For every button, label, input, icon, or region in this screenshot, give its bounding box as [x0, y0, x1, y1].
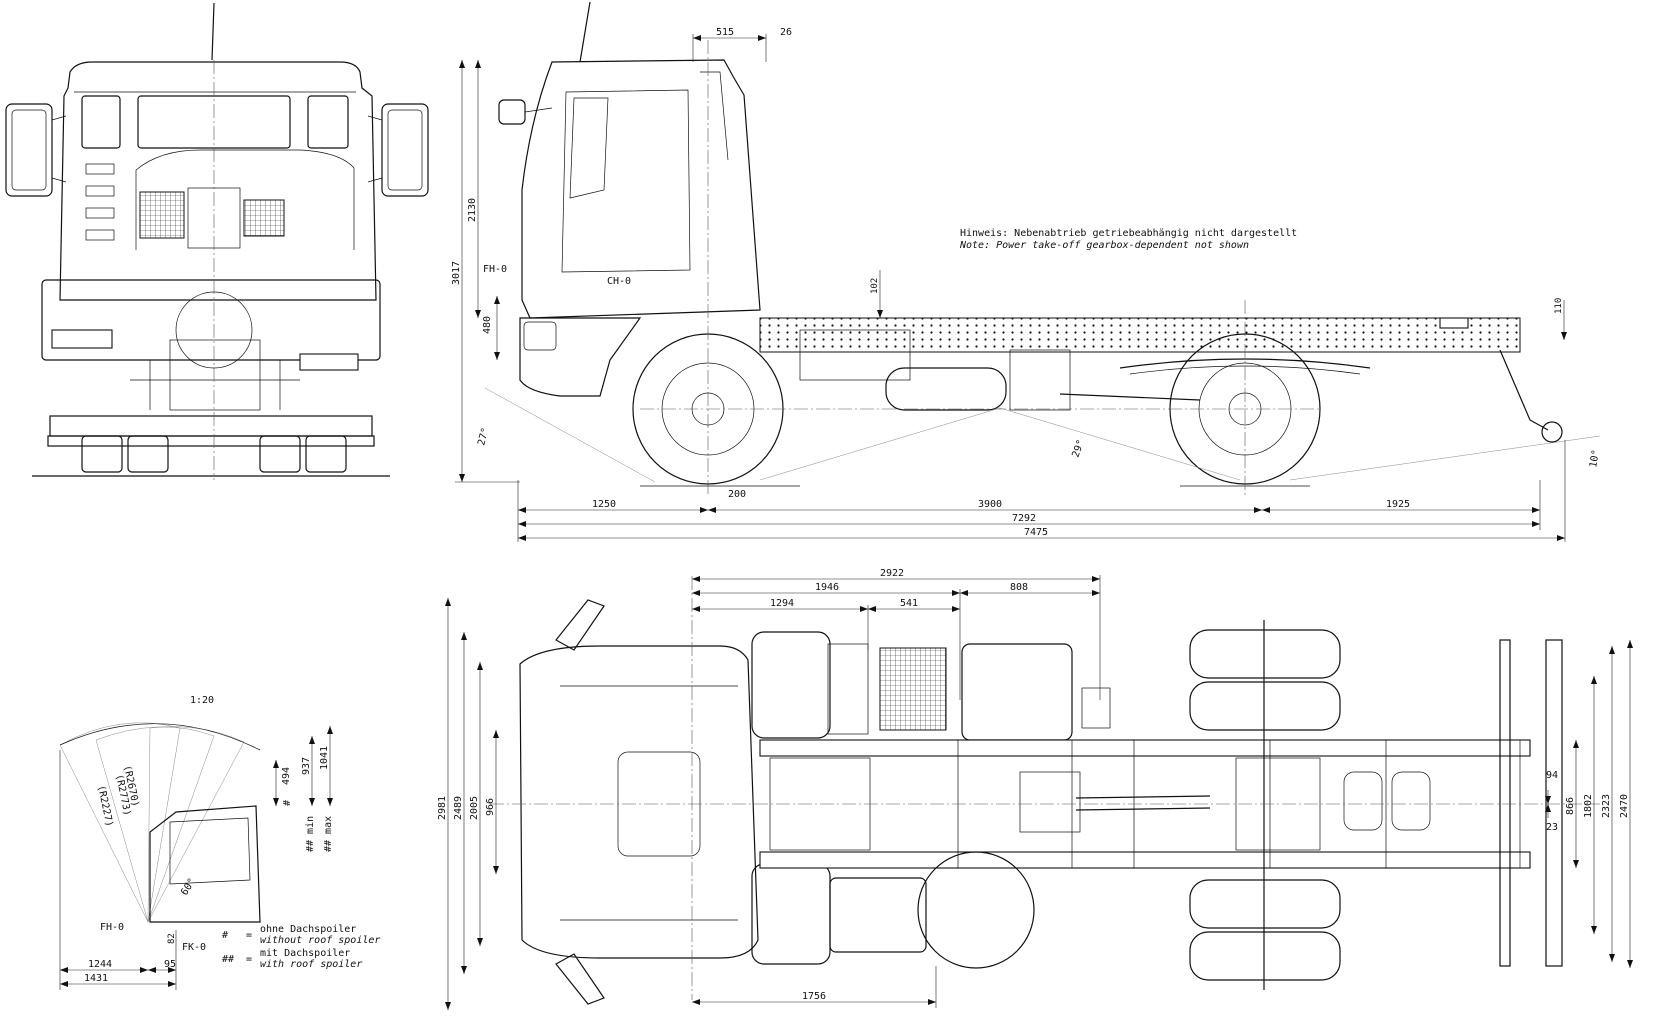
dim-1946: 1946: [815, 582, 839, 593]
dim-2130: 2130: [467, 198, 478, 222]
svg-text:with roof spoiler: with roof spoiler: [260, 959, 362, 970]
dim-2470: 2470: [1619, 794, 1630, 818]
ref-fk-cab: FK-0: [182, 942, 206, 953]
dim-966: 966: [485, 798, 496, 816]
ref-fh-cab: FH-0: [100, 922, 124, 933]
scale-label: 1:20: [190, 695, 214, 706]
ref-fh-side: FH-0: [483, 264, 507, 275]
dim-110: 110: [1554, 298, 1564, 314]
dim-2489: 2489: [453, 796, 464, 820]
dim-2981: 2981: [437, 796, 448, 820]
side-view: FH-0 CH-0 Hinweis: Nebenabtrieb getriebe…: [451, 1, 1602, 542]
dim-2922: 2922: [880, 568, 904, 579]
dim-3017: 3017: [451, 261, 462, 285]
cab-detail-view: 1:20 (R2773) (R2670) (R2227) 494 937 104…: [59, 695, 380, 990]
dim-2005: 2005: [469, 796, 480, 820]
dim-1244: 1244: [88, 959, 112, 970]
mark-hash: #: [282, 800, 293, 806]
dim-200: 200: [728, 489, 746, 500]
dim-94: 94: [1546, 770, 1558, 781]
front-view: [5, 2, 429, 480]
svg-text:#: #: [222, 930, 228, 941]
dim-1294: 1294: [770, 598, 794, 609]
dim-1250: 1250: [592, 499, 616, 510]
dim-7292: 7292: [1012, 513, 1036, 524]
dim-1431: 1431: [84, 973, 108, 984]
dim-808: 808: [1010, 582, 1028, 593]
dim-82: 82: [167, 933, 177, 944]
dim-3900: 3900: [978, 499, 1002, 510]
angle-60: 60°: [179, 876, 198, 897]
dim-866: 866: [1565, 797, 1576, 815]
note-de: Hinweis: Nebenabtrieb getriebeabhängig n…: [960, 228, 1297, 239]
svg-text:=: =: [246, 930, 252, 941]
svg-text:##: ##: [222, 954, 234, 965]
dim-494: 494: [281, 767, 292, 785]
svg-text:without roof spoiler: without roof spoiler: [260, 935, 380, 946]
dim-1041: 1041: [319, 746, 330, 770]
legend: # = ohne Dachspoiler without roof spoile…: [222, 924, 380, 970]
top-view: 2922 1946 808 1294 541 2981 2489 2005 96…: [437, 568, 1633, 1010]
dim-1756: 1756: [802, 991, 826, 1002]
dim-541: 541: [900, 598, 918, 609]
dim-7475: 7475: [1024, 527, 1048, 538]
note-en: Note: Power take-off gearbox-dependent n…: [959, 240, 1249, 251]
angle-29: 29°: [1070, 438, 1087, 459]
dim-26: 26: [780, 27, 792, 38]
dim-2323: 2323: [1601, 794, 1612, 818]
ref-ch-side: CH-0: [607, 276, 631, 287]
dim-480: 480: [482, 316, 493, 334]
dim-23: 23: [1546, 822, 1558, 833]
mark-min: ## min: [305, 816, 316, 852]
mark-max: ## max: [323, 816, 334, 852]
angle-10: 10°: [1588, 449, 1602, 469]
dim-102: 102: [870, 278, 880, 294]
svg-text:mit Dachspoiler: mit Dachspoiler: [260, 948, 350, 959]
svg-text:ohne Dachspoiler: ohne Dachspoiler: [260, 924, 356, 935]
svg-text:=: =: [246, 954, 252, 965]
dim-1802: 1802: [1583, 794, 1594, 818]
dim-95: 95: [164, 959, 176, 970]
dim-1925: 1925: [1386, 499, 1410, 510]
angle-27: 27°: [476, 426, 491, 446]
dim-515: 515: [716, 27, 734, 38]
dim-937: 937: [301, 757, 312, 775]
